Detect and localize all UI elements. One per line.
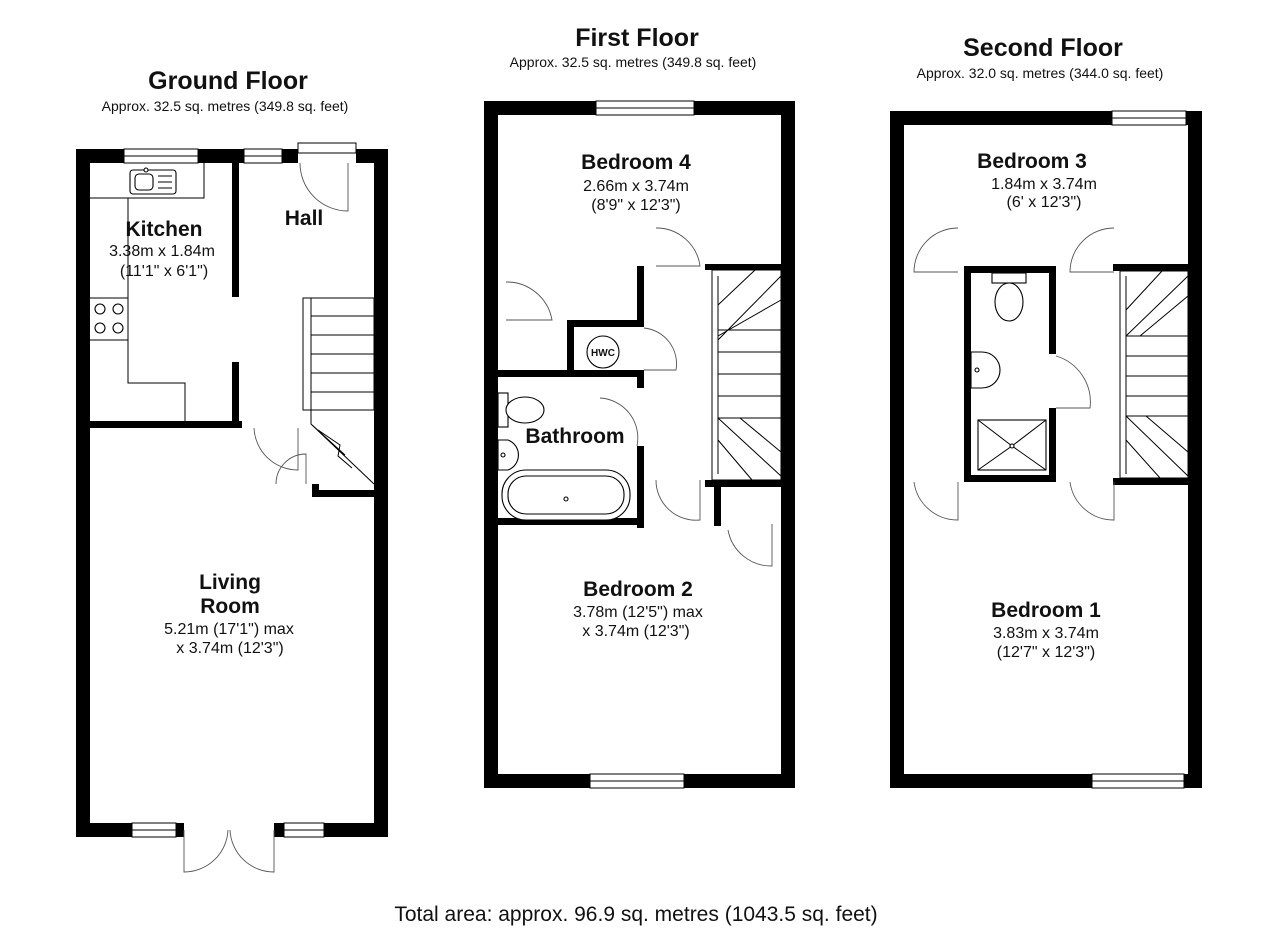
door-swing bbox=[1069, 481, 1115, 521]
ground-floor-area: Approx. 32.5 sq. metres (349.8 sq. feet) bbox=[102, 98, 349, 114]
door-swing bbox=[1055, 355, 1091, 409]
door-swing bbox=[655, 227, 701, 267]
wall bbox=[705, 480, 781, 487]
bedroom-4-label: Bedroom 4 bbox=[581, 151, 691, 174]
wall bbox=[964, 266, 971, 482]
bedroom-1-dimensions-imperial: (12'7" x 12'3") bbox=[997, 644, 1095, 661]
ground-floor-plan: Ground Floor Approx. 32.5 sq. metres (34… bbox=[76, 67, 388, 873]
french-door-opening bbox=[184, 823, 274, 837]
bedroom-2-dimensions-line2: x 3.74m (12'3") bbox=[582, 623, 689, 640]
wall bbox=[567, 320, 574, 377]
living-room-label-line2: Room bbox=[200, 595, 260, 618]
bedroom-2-label: Bedroom 2 bbox=[583, 578, 693, 601]
wall bbox=[484, 101, 498, 788]
kitchen-counter bbox=[127, 198, 186, 421]
bedroom-3-dimensions: 1.84m x 3.74m bbox=[991, 176, 1097, 193]
front-door bbox=[297, 142, 357, 154]
basin-icon bbox=[497, 439, 519, 471]
bedroom-2-dimensions: 3.78m (12'5") max bbox=[573, 604, 703, 621]
wall bbox=[714, 480, 721, 526]
bathroom-label: Bathroom bbox=[525, 425, 624, 448]
bathtub-icon bbox=[501, 469, 631, 521]
hall-label: Hall bbox=[285, 207, 324, 230]
shower-icon bbox=[977, 419, 1047, 471]
wall bbox=[498, 518, 644, 525]
kitchen-dimensions-imperial: (11'1" x 6'1") bbox=[120, 263, 208, 280]
living-room-dimensions: 5.21m (17'1") max bbox=[164, 621, 294, 638]
wall bbox=[964, 266, 1056, 273]
door-swing bbox=[643, 327, 677, 371]
second-floor-title: Second Floor bbox=[963, 34, 1123, 62]
total-area: Total area: approx. 96.9 sq. metres (104… bbox=[394, 903, 877, 926]
hwc-label: HWC bbox=[591, 348, 615, 359]
wall bbox=[964, 475, 1056, 482]
toilet-icon bbox=[497, 392, 545, 428]
wall bbox=[312, 484, 319, 497]
wall bbox=[374, 149, 388, 837]
hot-water-cylinder-icon bbox=[586, 335, 620, 369]
living-room-dimensions-line2: x 3.74m (12'3") bbox=[176, 640, 283, 657]
wall bbox=[1049, 266, 1056, 354]
door-swing bbox=[505, 281, 553, 321]
wall bbox=[76, 149, 90, 837]
wall bbox=[637, 266, 644, 326]
french-door-swing bbox=[229, 829, 275, 873]
front-door-swing bbox=[299, 162, 349, 212]
ground-floor-title: Ground Floor bbox=[148, 67, 308, 95]
door-swing bbox=[913, 227, 959, 273]
wall bbox=[76, 421, 242, 428]
first-floor-plan: First Floor Approx. 32.5 sq. metres (349… bbox=[484, 24, 795, 789]
door-swing bbox=[599, 397, 639, 447]
wall bbox=[1113, 264, 1188, 271]
wall bbox=[1188, 111, 1202, 788]
kitchen-counter bbox=[90, 297, 128, 341]
door-swing bbox=[275, 453, 307, 485]
staircase bbox=[302, 297, 375, 485]
wall bbox=[705, 264, 781, 270]
living-room-label: Living bbox=[199, 571, 261, 594]
kitchen-label: Kitchen bbox=[125, 218, 202, 241]
first-floor-area: Approx. 32.5 sq. metres (349.8 sq. feet) bbox=[510, 54, 757, 70]
wall bbox=[890, 111, 904, 788]
door-swing bbox=[1069, 227, 1115, 273]
kitchen-dimensions: 3.38m x 1.84m bbox=[109, 243, 215, 260]
bedroom-3-label: Bedroom 3 bbox=[977, 150, 1087, 173]
bedroom-1-label: Bedroom 1 bbox=[991, 599, 1101, 622]
wall bbox=[232, 362, 239, 428]
wall bbox=[637, 370, 644, 388]
wall bbox=[1113, 478, 1188, 485]
staircase bbox=[1119, 270, 1189, 479]
wall bbox=[567, 320, 644, 327]
bedroom-1-dimensions: 3.83m x 3.74m bbox=[993, 625, 1099, 642]
french-door-swing bbox=[183, 829, 229, 873]
wall bbox=[312, 490, 374, 497]
door-swing bbox=[727, 524, 773, 567]
door-swing bbox=[655, 479, 701, 521]
toilet-icon bbox=[991, 272, 1027, 322]
second-floor-plan: Second Floor Approx. 32.0 sq. metres (34… bbox=[890, 34, 1202, 789]
hob-icon bbox=[94, 303, 124, 334]
wall bbox=[781, 101, 795, 788]
sink-icon bbox=[129, 167, 177, 195]
wall bbox=[232, 163, 239, 297]
door-swing bbox=[913, 481, 959, 521]
bedroom-4-dimensions: 2.66m x 3.74m bbox=[583, 178, 689, 195]
second-floor-area: Approx. 32.0 sq. metres (344.0 sq. feet) bbox=[917, 65, 1164, 81]
door-swing bbox=[253, 427, 299, 471]
wall bbox=[637, 446, 644, 528]
bedroom-3-dimensions-imperial: (6' x 12'3") bbox=[1007, 194, 1082, 211]
staircase bbox=[711, 269, 782, 481]
bedroom-4-dimensions-imperial: (8'9" x 12'3") bbox=[591, 197, 681, 214]
first-floor-title: First Floor bbox=[575, 24, 699, 52]
wall bbox=[1049, 408, 1056, 482]
basin-icon bbox=[970, 351, 1001, 389]
